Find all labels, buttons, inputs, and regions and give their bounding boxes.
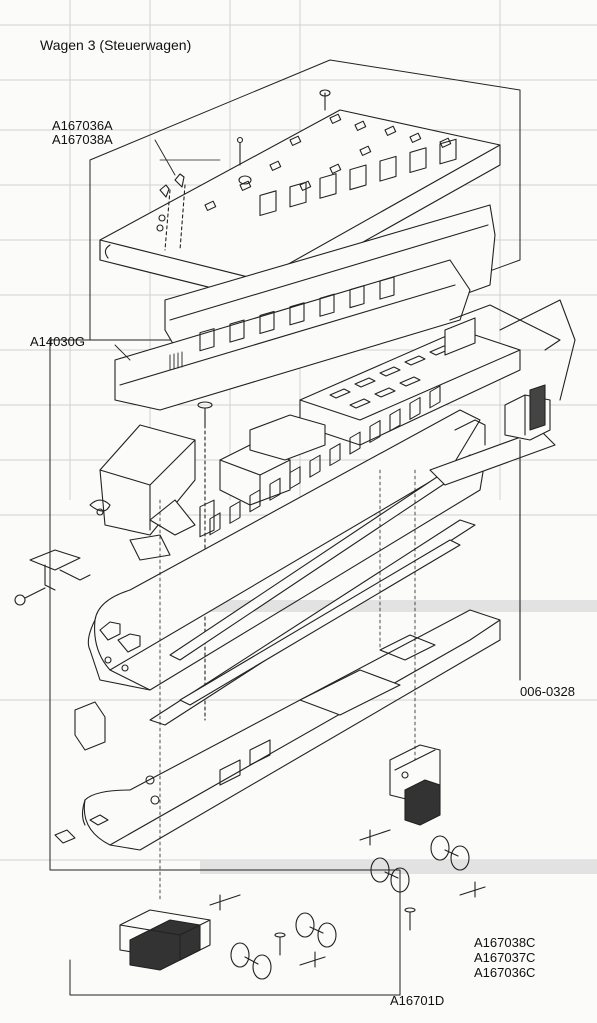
front-bogie: [119, 909, 211, 971]
label-chassis: A16701D: [390, 993, 445, 1008]
label-bogie-c3: A167036C: [474, 965, 536, 980]
window-frame-front: [114, 259, 471, 411]
coupler-part: [54, 701, 106, 844]
label-roof-b: A167038A: [52, 132, 113, 147]
label-body: A14030G: [30, 334, 85, 349]
cab-unit: [89, 424, 196, 561]
lighting-board: [429, 299, 576, 681]
roof-frame: [89, 59, 521, 341]
label-roof-a: A167036A: [52, 118, 113, 133]
wheelset-left: [209, 894, 337, 980]
light-contact-part: [14, 549, 91, 606]
interior-insert: [219, 304, 561, 506]
label-light-part: 006-0328: [520, 684, 575, 699]
leader-body: [114, 344, 131, 361]
leader-roof: [154, 139, 176, 176]
wheelset-right: [359, 829, 486, 931]
chassis-floor: [81, 609, 501, 851]
rear-bogie: [389, 744, 441, 826]
window-glazing: [149, 454, 481, 726]
label-bogie-c2: A167037C: [474, 950, 536, 965]
assembly-frame: [49, 339, 401, 996]
label-bogie-c1: A167038C: [474, 935, 536, 950]
car-body-shell: [87, 385, 486, 691]
page-title: Wagen 3 (Steuerwagen): [40, 37, 192, 53]
